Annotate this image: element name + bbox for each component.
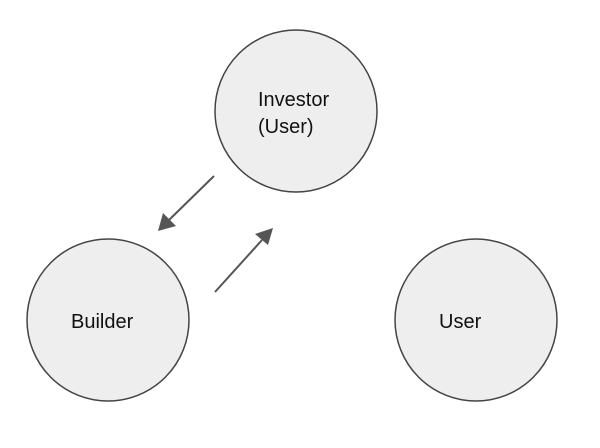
arrow-builder-to-investor xyxy=(214,228,273,293)
arrow-investor-to-builder xyxy=(158,175,215,231)
node-builder: Builder xyxy=(26,238,190,402)
arrow-investor-to-builder-shaft xyxy=(168,175,215,221)
node-builder-label: Builder xyxy=(71,311,134,333)
node-investor: Investor (User) xyxy=(214,29,378,193)
node-investor-label-line1: Investor xyxy=(258,89,329,111)
node-user-circle xyxy=(394,238,558,402)
arrow-builder-to-investor-shaft xyxy=(214,239,263,293)
arrow-investor-to-builder-head xyxy=(158,213,176,231)
arrow-builder-to-investor-head xyxy=(255,228,273,245)
node-user-label: User xyxy=(439,311,482,333)
node-user: User xyxy=(394,238,558,402)
node-builder-circle xyxy=(26,238,190,402)
node-investor-circle xyxy=(214,29,378,193)
node-investor-label-line2: (User) xyxy=(258,116,314,138)
